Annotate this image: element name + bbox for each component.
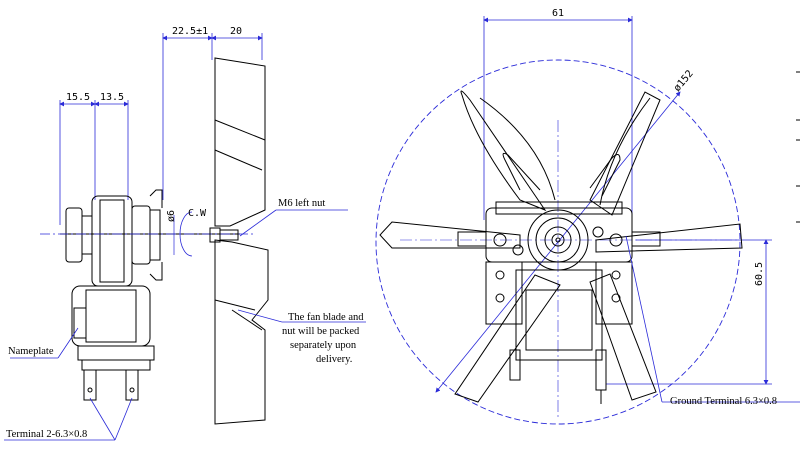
- fan-blades-front: [379, 90, 743, 403]
- dim-152-label: ø152: [672, 68, 696, 94]
- motor-body-front: [457, 201, 661, 404]
- edge-marks: [796, 71, 800, 223]
- dim-20-label: 20: [230, 26, 242, 37]
- dim-61-label: 61: [552, 8, 564, 19]
- motor-body-side: [60, 189, 165, 401]
- shaft: ø6 C.W: [40, 208, 255, 257]
- fan-diameter-circle: [375, 59, 741, 425]
- side-view: 15.5 13.5 22.5±1 20: [4, 26, 366, 441]
- note-line-4: delivery.: [316, 354, 352, 365]
- leader-lines: [4, 209, 366, 441]
- fan-blade-side: [209, 57, 269, 425]
- ground-terminal-leader: [625, 235, 800, 403]
- dim-22-5-label: 22.5±1: [172, 26, 208, 37]
- rotation-label: C.W: [188, 208, 207, 219]
- terminal-label: Terminal 2-6.3×0.8: [6, 429, 87, 440]
- ground-terminal-label: Ground Terminal 6.3×0.8: [670, 396, 777, 407]
- shaft-dia-label: ø6: [166, 210, 177, 222]
- note-line-2: nut will be packed: [282, 326, 360, 337]
- dim-60-5-label: 60.5: [754, 262, 765, 286]
- front-view: 61 60.5 ø152: [375, 8, 800, 425]
- note-line-3: separately upon: [290, 340, 357, 351]
- nut-label: M6 left nut: [278, 198, 325, 209]
- note-line-1: The fan blade and: [288, 312, 364, 323]
- dim-13-5-label: 13.5: [100, 92, 124, 103]
- dim-15-5-label: 15.5: [66, 92, 90, 103]
- nameplate-label: Nameplate: [8, 346, 54, 357]
- dimension-22-5: 22.5±1 20: [162, 26, 263, 200]
- dimension-15-5: 15.5 13.5: [59, 92, 129, 225]
